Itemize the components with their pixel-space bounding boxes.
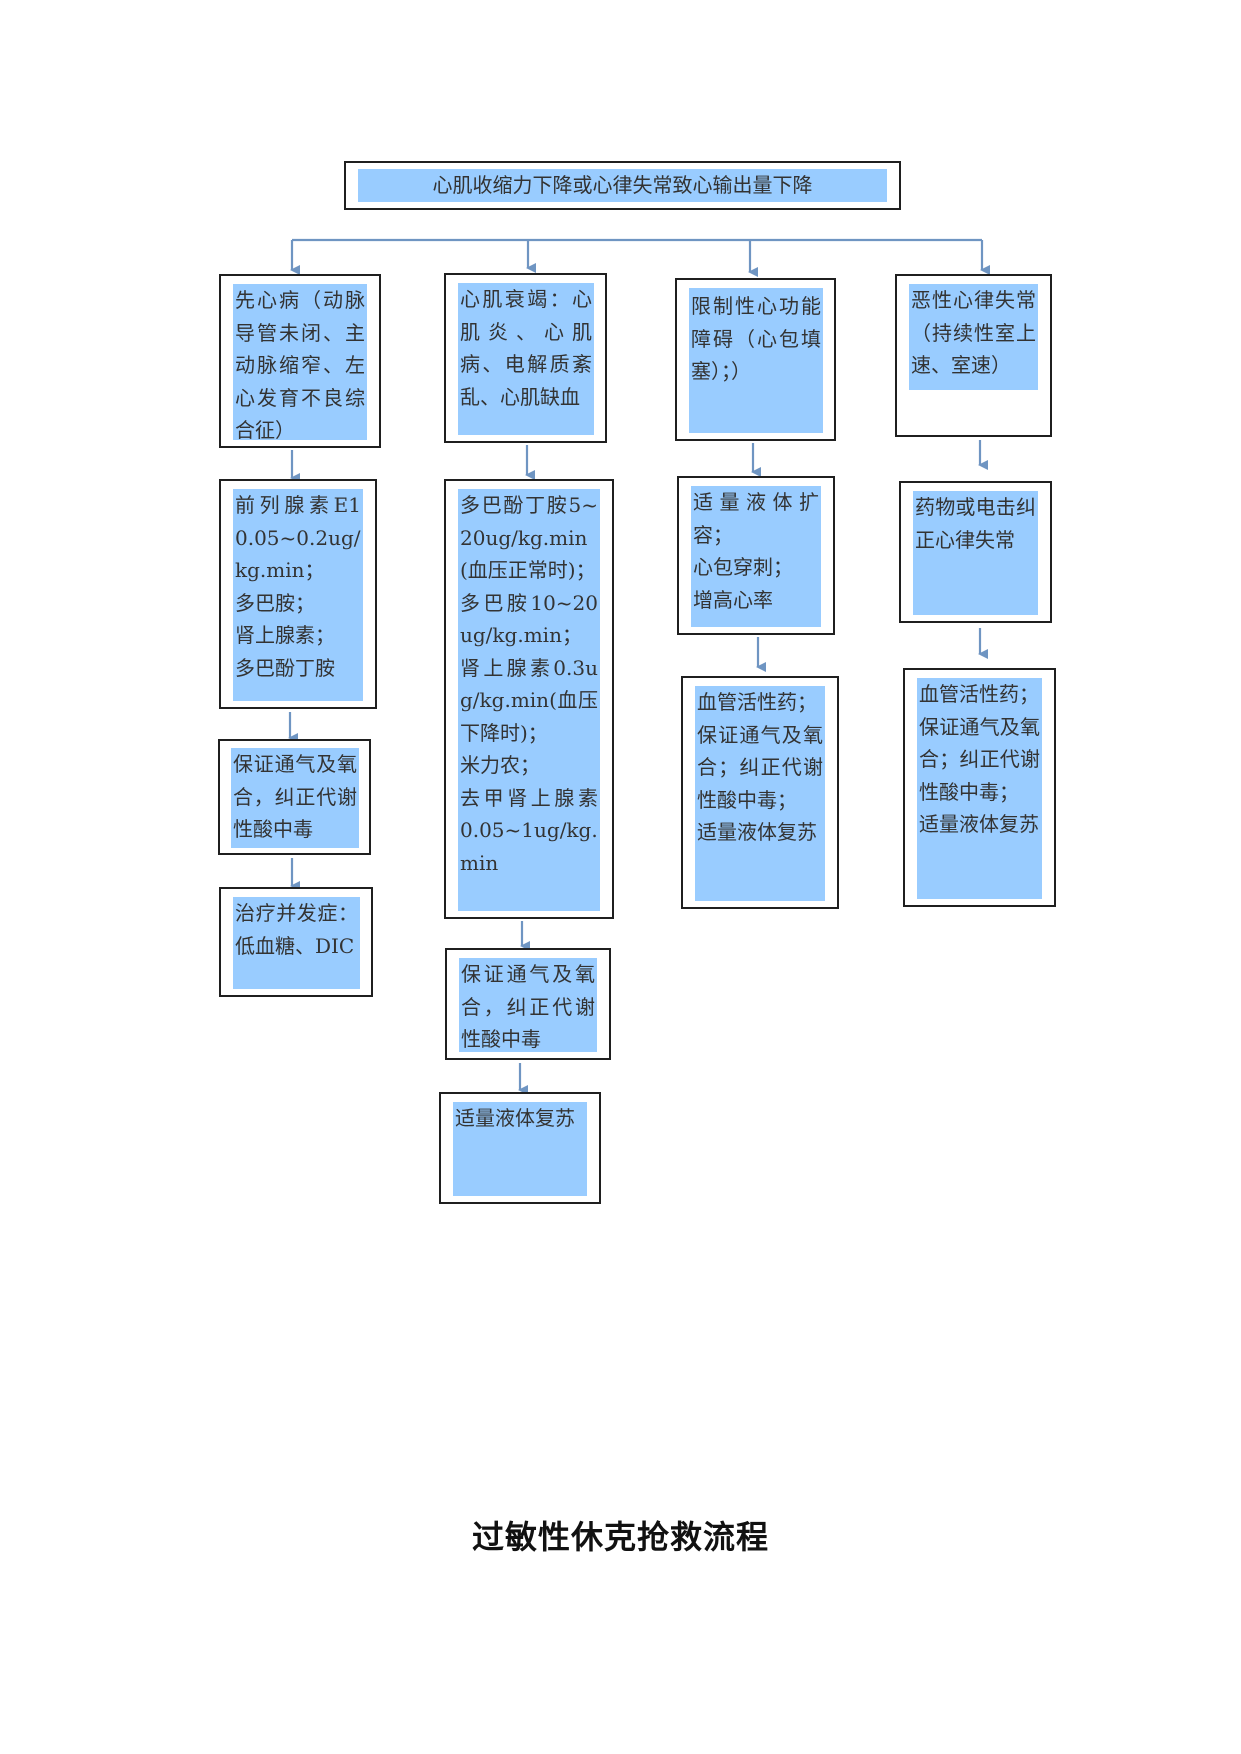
branch2-fluid-fill: [453, 1102, 587, 1196]
branch1-support-fill: [231, 748, 359, 848]
branch2-fluid-text: 适量液体复苏: [455, 1106, 575, 1130]
branch1-support-node: 保证通气及氧合，纠正代谢性酸中毒: [218, 739, 371, 855]
branch4-drugs-node: 血管活性药； 保证通气及氧合；纠正代谢性酸中毒； 适量液体复苏: [903, 668, 1056, 907]
branch3-drugs-text: 血管活性药； 保证通气及氧合；纠正代谢性酸中毒； 适量液体复苏: [697, 690, 823, 844]
branch3-cause-node: 限制性心功能障碍（心包填塞）；）: [675, 278, 836, 441]
branch3-treatment-node: 适量液体扩容； 心包穿刺； 增高心率: [677, 476, 835, 635]
branch3-treatment-text: 适量液体扩容； 心包穿刺； 增高心率: [693, 490, 819, 612]
branch3-cause-text: 限制性心功能障碍（心包填塞）；）: [691, 294, 821, 383]
branch3-drugs-node: 血管活性药； 保证通气及氧合；纠正代谢性酸中毒； 适量液体复苏: [681, 676, 839, 909]
branch2-cause-node: 心肌衰竭：心肌炎、心肌病、电解质紊乱、心肌缺血: [444, 273, 607, 443]
root-node: 心肌收缩力下降或心律失常致心输出量下降: [344, 161, 901, 210]
branch1-complications-node: 治疗并发症：低血糖、DIC: [219, 887, 373, 997]
branch4-treatment-fill: [913, 491, 1038, 615]
branch1-drugs-fill: [233, 489, 363, 701]
branch1-drugs-text: 前列腺素E10.05~0.2ug/kg.min； 多巴胺； 肾上腺素； 多巴酚丁…: [235, 493, 361, 680]
branch4-cause-fill: [909, 284, 1038, 390]
branch2-support-text: 保证通气及氧合，纠正代谢性酸中毒: [461, 962, 595, 1051]
branch2-drugs-text: 多巴酚丁胺5~20ug/kg.min(血压正常时)； 多巴胺10~20ug/kg…: [460, 493, 598, 875]
branch4-treatment-node: 药物或电击纠正心律失常: [899, 481, 1052, 623]
branch3-treatment-fill: [691, 486, 821, 627]
branch3-cause-fill: [689, 288, 823, 433]
branch2-drugs-node: 多巴酚丁胺5~20ug/kg.min(血压正常时)； 多巴胺10~20ug/kg…: [444, 479, 614, 919]
branch2-support-fill: [459, 958, 597, 1052]
branch3-drugs-fill: [695, 686, 825, 901]
branch4-cause-text: 恶性心律失常（持续性室上速、室速）: [911, 288, 1036, 377]
branch1-cause-fill: [233, 284, 367, 440]
root-node-fill: [358, 169, 887, 202]
branch1-cause-text: 先心病（动脉导管未闭、主动脉缩窄、左心发育不良综合征）: [235, 288, 365, 442]
branch1-complications-text: 治疗并发症：低血糖、DIC: [235, 901, 358, 958]
branch1-drugs-node: 前列腺素E10.05~0.2ug/kg.min； 多巴胺； 肾上腺素； 多巴酚丁…: [219, 479, 377, 709]
branch4-drugs-fill: [917, 678, 1042, 899]
branch1-cause-node: 先心病（动脉导管未闭、主动脉缩窄、左心发育不良综合征）: [219, 274, 381, 448]
branch1-complications-fill: [233, 897, 360, 989]
branch2-drugs-fill: [458, 489, 600, 911]
branch2-support-node: 保证通气及氧合，纠正代谢性酸中毒: [445, 948, 611, 1060]
branch2-cause-fill: [458, 283, 594, 435]
branch1-support-text: 保证通气及氧合，纠正代谢性酸中毒: [233, 752, 357, 841]
page-title: 过敏性休克抢救流程: [471, 1518, 769, 1556]
branch2-cause-text: 心肌衰竭：心肌炎、心肌病、电解质紊乱、心肌缺血: [460, 287, 592, 409]
root-node-text: 心肌收缩力下降或心律失常致心输出量下降: [432, 173, 813, 197]
branch4-drugs-text: 血管活性药； 保证通气及氧合；纠正代谢性酸中毒； 适量液体复苏: [919, 682, 1040, 836]
branch4-treatment-text: 药物或电击纠正心律失常: [915, 495, 1036, 552]
branch2-fluid-node: 适量液体复苏: [439, 1092, 601, 1204]
branch4-cause-node: 恶性心律失常（持续性室上速、室速）: [895, 274, 1052, 437]
